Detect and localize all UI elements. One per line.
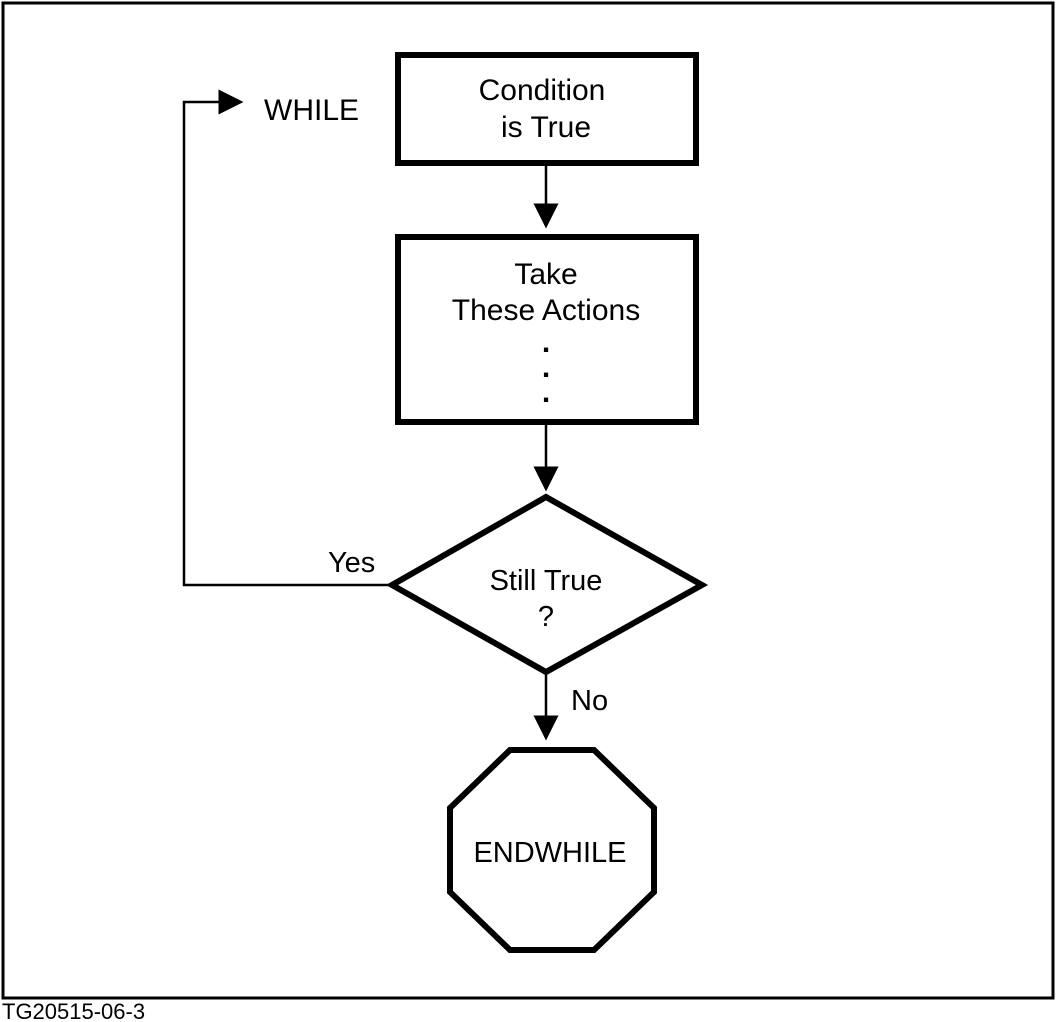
actions-box <box>395 234 699 425</box>
while-label: WHILE <box>264 94 359 127</box>
actions-line2: These Actions <box>452 294 640 327</box>
actions-dot-3: . <box>542 376 550 409</box>
actions-dot-1: . <box>542 326 550 359</box>
decision-line2: ? <box>538 601 554 633</box>
endwhile-octagon <box>447 747 657 953</box>
figure-id: TG20515-06-3 <box>2 999 145 1022</box>
yes-label: Yes <box>328 547 375 579</box>
actions-dot-2: . <box>542 351 550 384</box>
condition-line2: is True <box>501 111 591 144</box>
actions-line1: Take <box>514 258 577 291</box>
endwhile-label: ENDWHILE <box>473 837 626 869</box>
decision-diamond <box>385 493 709 676</box>
condition-line1: Condition <box>479 74 606 107</box>
yes-loop-line <box>182 89 392 587</box>
outer-frame <box>1 1 1055 1000</box>
no-label: No <box>571 685 608 717</box>
condition-box <box>395 52 699 166</box>
decision-line1: Still True <box>490 565 603 597</box>
